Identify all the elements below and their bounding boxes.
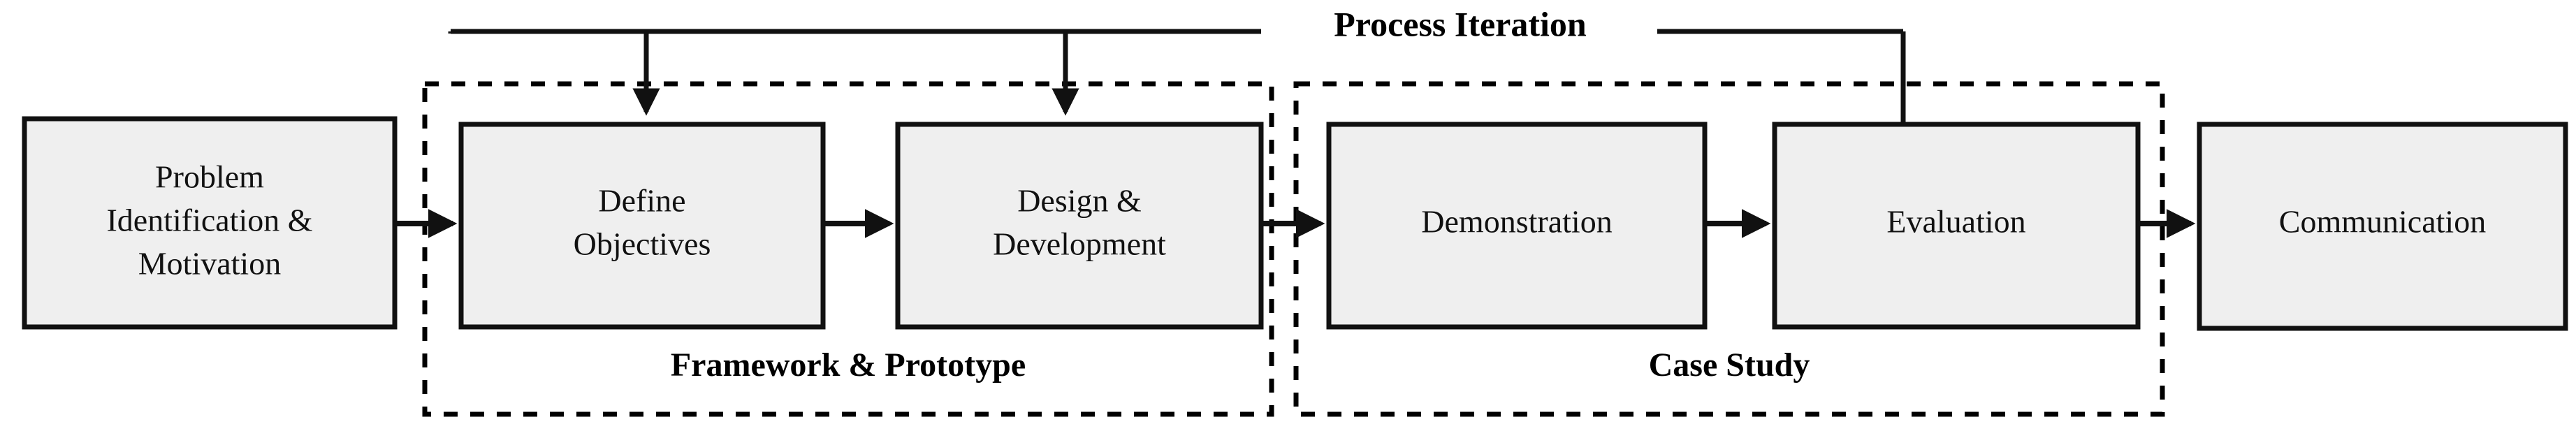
step-label-problem-line-1: Problem [155,159,264,195]
feedback-arrow-to-define-objectives [451,34,646,112]
group-border-case-study [1293,81,2165,417]
group-label-case-study: Case Study [1649,346,1810,384]
group-framework-prototype: Framework & Prototype [422,81,1274,417]
step-box-rect-define-objectives[interactable] [458,122,826,330]
step-box-problem[interactable]: Problem Identification & Motivation [22,116,398,330]
step-box-rect-design-development[interactable] [895,122,1264,330]
step-box-design-development[interactable]: Design & Development [895,122,1264,330]
step-label-define-objectives-line-2: Objectives [574,226,711,262]
step-label-demonstration: Demonstration [1421,204,1612,240]
step-box-communication[interactable]: Communication [2197,122,2568,331]
step-label-define-objectives-line-1: Define [598,183,685,219]
step-box-rect-demonstration[interactable] [1326,122,1708,330]
group-label-framework-prototype: Framework & Prototype [671,346,1026,384]
group-case-study: Case Study [1293,81,2165,417]
feedback-label-process-iteration: Process Iteration [1334,4,1587,43]
feedback-process-iteration: Process Iteration [448,4,1906,124]
step-box-rect-evaluation[interactable] [1772,122,2141,330]
step-label-problem-line-2: Identification & [106,203,312,238]
step-box-demonstration[interactable]: Demonstration [1326,122,1708,330]
step-label-evaluation: Evaluation [1886,204,2025,240]
step-box-evaluation[interactable]: Evaluation [1772,122,2141,330]
step-label-design-development-line-2: Development [993,226,1166,262]
step-box-rect-communication[interactable] [2197,122,2568,331]
step-box-rect-problem[interactable] [22,116,398,330]
step-box-define-objectives[interactable]: Define Objectives [458,122,826,330]
step-label-communication: Communication [2279,204,2486,240]
step-label-problem-line-3: Motivation [138,246,281,282]
step-label-design-development-line-1: Design & [1017,183,1142,219]
group-border-framework-prototype [422,81,1274,417]
